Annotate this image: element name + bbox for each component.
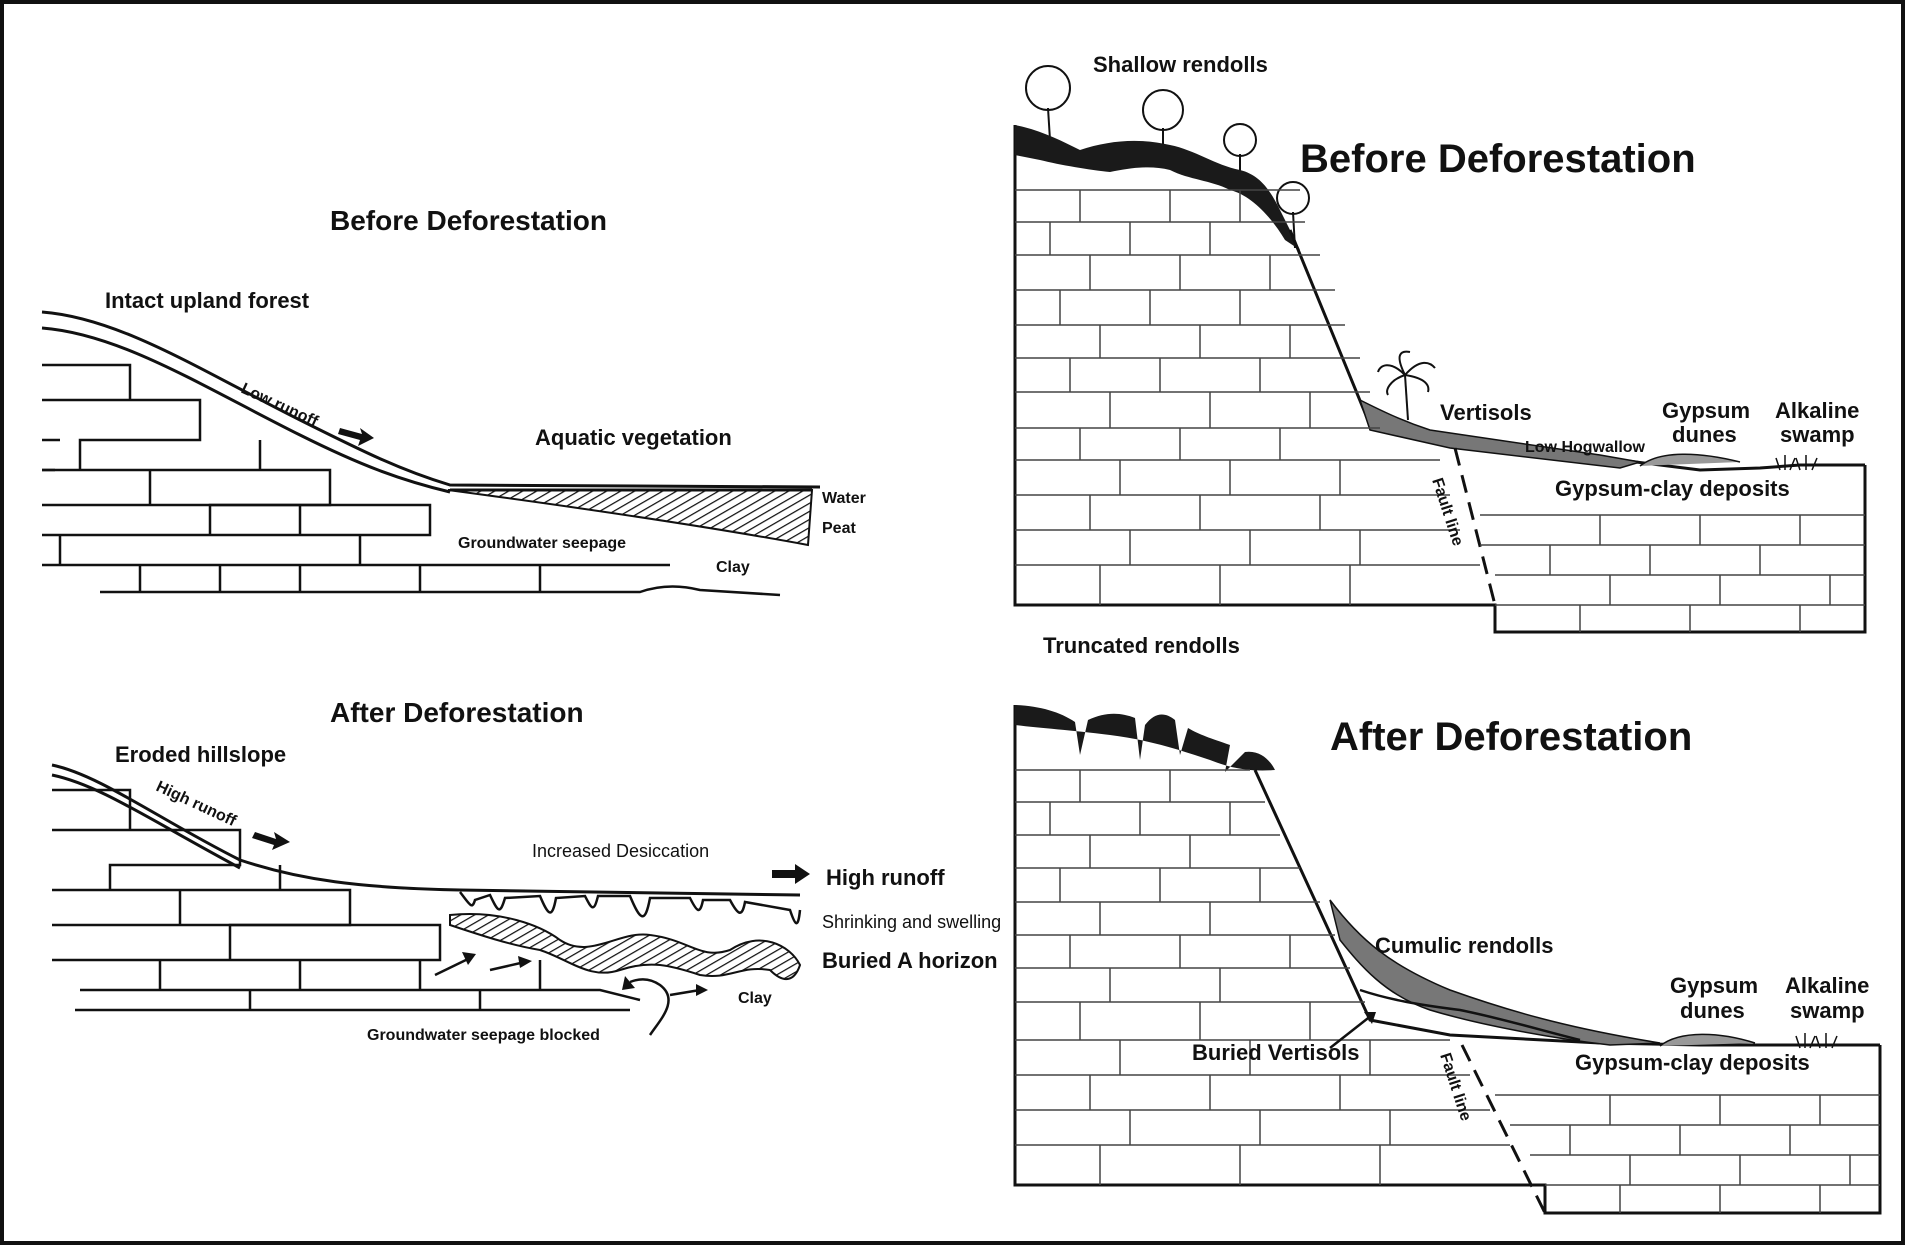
label-buried-vertisols: Buried Vertisols [1192,1040,1360,1065]
high-runoff-arrow-icon [252,832,290,850]
seepage-arrow-1 [434,956,471,977]
right-after-slope [1253,769,1880,1047]
desiccation-cracks [459,891,802,925]
right-before-slope [1288,229,1865,472]
label-gypsum-dunes-after-2: dunes [1680,998,1745,1023]
buried-vertisols-pointer [1329,1014,1373,1049]
label-fault-line: Fault line [1428,476,1466,548]
blocked-arrow-right [669,988,701,997]
left-after-title: After Deforestation [330,697,584,728]
buried-vertisols-pointer-head-icon [1364,1012,1376,1024]
limestone-bricks [1015,189,1865,632]
seepage-arrow-2 [489,960,526,972]
limestone-block-outline [1013,125,1867,634]
surface-line [41,310,821,489]
limestone-block-outline-after [1013,705,1882,1215]
shallow-rendolls-soil [1015,125,1300,250]
label-shallow-rendolls: Shallow rendolls [1093,52,1268,77]
swamp-plants-icon [1775,455,1818,471]
label-peat: Peat [822,520,856,537]
gypsum-dunes-shape [1639,453,1741,467]
label-gypsum-clay-deposits: Gypsum-clay deposits [1555,476,1790,501]
right-before-title: Before Deforestation [1300,137,1696,181]
subsurface-line [41,326,451,494]
gypsum-dunes-shape-after [1659,1033,1756,1047]
left-before-title: Before Deforestation [330,205,607,236]
tree-icons [1025,65,1310,249]
swamp-plants-icon-after [1795,1033,1838,1049]
right-after-title: After Deforestation [1330,715,1692,759]
right-runoff-arrow-icon [772,864,810,884]
panel-right-after: Truncated rendolls After Deforestation C… [1013,633,1882,1215]
label-alkaline-2: swamp [1780,422,1855,447]
buried-vertisols-line [1359,988,1581,1042]
label-shrinking-swelling: Shrinking and swelling [822,912,1001,932]
label-gypsum-dunes-1: Gypsum [1662,398,1750,423]
blocked-arrow-curve [629,978,670,1036]
label-alkaline-1: Alkaline [1775,398,1859,423]
label-intact-forest: Intact upland forest [105,288,310,313]
peat-layer [447,489,814,547]
buried-a-horizon-layer [449,913,802,980]
label-vertisols: Vertisols [1440,400,1532,425]
palm-tree-icon [1377,350,1436,421]
panel-right-before: Shallow rendolls Before Deforestation [1013,52,1867,634]
label-water: Water [822,490,866,507]
truncated-rendolls-soil [1015,705,1275,772]
cumulic-rendolls-soil [1329,899,1661,1046]
fault-line-after [1460,1044,1547,1214]
label-alkaline-after-2: swamp [1790,998,1865,1023]
panel-left-before: Before Deforestation Intact upland fores… [41,205,866,597]
label-truncated-rendolls: Truncated rendolls [1043,633,1240,658]
label-eroded-hillslope: Eroded hillslope [115,742,286,767]
blocked-arrow-head-icon [622,976,635,990]
label-clay-after: Clay [738,990,772,1007]
limestone-blocks-after [52,788,641,1012]
seepage-arrow-1-head-icon [462,952,476,965]
vertisols-soil [1358,398,1641,469]
label-aquatic-vegetation: Aquatic vegetation [535,425,732,450]
label-groundwater-seepage: Groundwater seepage [458,535,626,552]
seepage-arrow-2-head-icon [518,956,532,968]
label-clay: Clay [716,559,750,576]
panel-left-after: After Deforestation Eroded hillslope Hig… [51,697,1001,1044]
label-gypsum-clay-deposits-after: Gypsum-clay deposits [1575,1050,1810,1075]
label-high-runoff-right: High runoff [826,865,945,890]
label-gypsum-dunes-after-1: Gypsum [1670,973,1758,998]
label-seepage-blocked: Groundwater seepage blocked [367,1027,600,1044]
runoff-arrow-icon [338,428,374,446]
label-alkaline-after-1: Alkaline [1785,973,1869,998]
label-buried-a-horizon: Buried A horizon [822,948,998,973]
label-cumulic-rendolls: Cumulic rendolls [1375,933,1553,958]
label-gypsum-dunes-2: dunes [1672,422,1737,447]
label-high-runoff-slope: High runoff [153,778,239,830]
blocked-arrow-right-head-icon [696,984,708,996]
limestone-bricks-after [1015,769,1880,1213]
label-increased-desiccation: Increased Desiccation [532,841,709,861]
label-fault-line-after: Fault line [1436,1051,1474,1123]
limestone-blocks [42,363,781,597]
label-low-hogwallow: Low Hogwallow [1525,439,1646,456]
